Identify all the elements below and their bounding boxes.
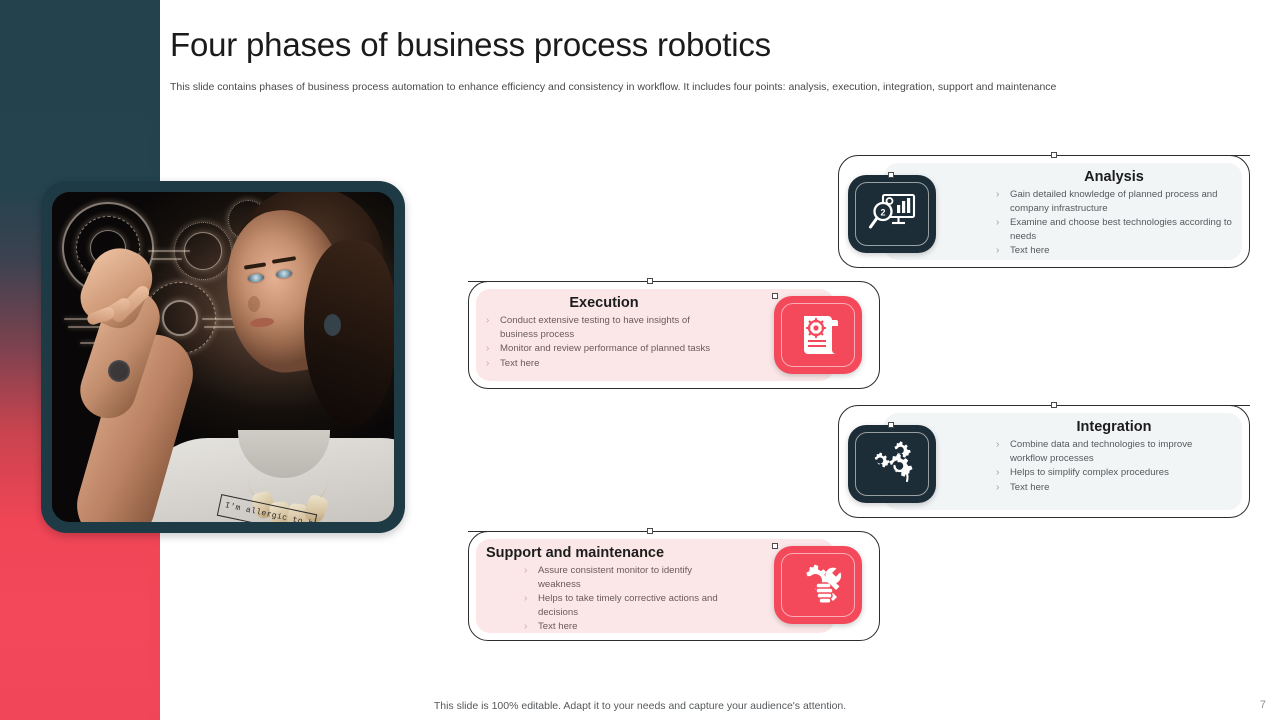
selection-handle-top[interactable] — [647, 528, 653, 534]
chevron-right-icon: › — [996, 439, 1000, 450]
card-outline — [838, 155, 1250, 268]
list-item: › Text here — [486, 357, 722, 371]
card-analysis[interactable]: Analysis › Gain detailed knowledge of pla… — [838, 152, 1250, 268]
card-bullets: › Combine data and technologies to improv… — [996, 438, 1232, 496]
bullet-text: Examine and choose best technologies acc… — [1010, 217, 1232, 242]
bullet-text: Text here — [500, 358, 540, 370]
list-item: › Text here — [996, 481, 1232, 495]
list-item: › Combine data and technologies to improv… — [996, 438, 1232, 465]
page-number: 7 — [1259, 699, 1266, 711]
bullet-text: Helps to simplify complex procedures — [1010, 467, 1169, 479]
document-gear-icon[interactable] — [774, 296, 862, 374]
card-connector-line — [1054, 405, 1250, 406]
bullet-text: Combine data and technologies to improve… — [1010, 439, 1193, 464]
card-panel: Analysis › Gain detailed knowledge of pla… — [884, 163, 1242, 260]
bullet-text: Text here — [538, 621, 578, 633]
bullet-text: Text here — [1010, 482, 1050, 494]
photo-card[interactable]: I'm allergic to basic — [41, 181, 405, 533]
svg-text:2: 2 — [880, 208, 885, 218]
bullet-text: Assure consistent monitor to identify we… — [538, 565, 693, 590]
card-bullets: › Assure consistent monitor to identify w… — [486, 564, 722, 635]
chevron-right-icon: › — [524, 593, 528, 605]
list-item: › Text here — [996, 244, 1232, 258]
chevron-right-icon: › — [524, 565, 528, 576]
page-title: Four phases of business process robotics — [170, 26, 771, 63]
list-item: › Conduct extensive testing to have insig… — [486, 314, 722, 341]
chevron-right-icon: › — [996, 217, 1000, 229]
card-integration[interactable]: Integration › Combine data and technologi… — [838, 402, 1250, 518]
card-connector-line — [468, 281, 650, 282]
photo-image: I'm allergic to basic — [52, 192, 394, 522]
list-item: › Monitor and review performance of plann… — [486, 342, 722, 356]
card-title: Analysis — [1084, 169, 1144, 185]
photo-earring — [324, 314, 341, 336]
card-outline — [468, 531, 880, 641]
bullet-text: Helps to take timely corrective actions … — [538, 593, 718, 618]
bullet-text: Text here — [1010, 245, 1050, 257]
card-outline — [838, 405, 1250, 518]
bullet-text: Gain detailed knowledge of planned proce… — [1010, 189, 1218, 214]
bullet-text: Conduct extensive testing to have insigh… — [500, 315, 690, 340]
bullet-text: Monitor and review performance of planne… — [500, 343, 711, 355]
card-title: Integration — [1076, 419, 1152, 435]
gears-sync-icon[interactable] — [848, 425, 936, 503]
list-item: › Examine and choose best technologies ac… — [996, 216, 1232, 243]
chevron-right-icon: › — [486, 358, 490, 370]
card-bullets: › Conduct extensive testing to have insig… — [486, 314, 722, 372]
footer-note: This slide is 100% editable. Adapt it to… — [433, 700, 847, 712]
card-connector-line — [1054, 155, 1250, 156]
list-item: › Helps to simplify complex procedures — [996, 466, 1232, 480]
selection-handle-top[interactable] — [1051, 152, 1057, 158]
list-item: › Gain detailed knowledge of planned proc… — [996, 188, 1232, 215]
chevron-right-icon: › — [996, 245, 1000, 257]
list-item: › Helps to take timely corrective actions… — [524, 592, 722, 619]
card-title: Execution — [569, 295, 639, 311]
chevron-right-icon: › — [524, 621, 528, 633]
list-item: › Text here — [524, 620, 722, 634]
chevron-right-icon: › — [486, 343, 490, 355]
card-outline — [468, 281, 880, 389]
chevron-right-icon: › — [996, 189, 1000, 200]
chevron-right-icon: › — [486, 315, 490, 326]
selection-handle-icon[interactable] — [888, 172, 894, 178]
selection-handle-icon[interactable] — [888, 422, 894, 428]
selection-handle-icon[interactable] — [772, 543, 778, 549]
card-connector-line — [468, 531, 650, 532]
photo-hair-side — [304, 240, 394, 426]
selection-handle-icon[interactable] — [772, 293, 778, 299]
list-item: › Assure consistent monitor to identify w… — [524, 564, 722, 591]
card-execution[interactable]: Execution › Conduct extensive testing to … — [468, 278, 880, 389]
selection-handle-top[interactable] — [1051, 402, 1057, 408]
card-title: Support and maintenance — [486, 545, 665, 561]
card-bullets: › Gain detailed knowledge of planned proc… — [996, 188, 1232, 259]
page-subtitle: This slide contains phases of business p… — [170, 81, 1057, 93]
hand-wrench-gear-icon[interactable] — [774, 546, 862, 624]
chevron-right-icon: › — [996, 467, 1000, 479]
photo-tattoo — [108, 360, 130, 382]
selection-handle-top[interactable] — [647, 278, 653, 284]
chevron-right-icon: › — [996, 482, 1000, 494]
card-panel: Integration › Combine data and technologi… — [884, 413, 1242, 510]
card-support-and-maintenance[interactable]: Support and maintenance › Assure consiste… — [468, 528, 880, 641]
magnifier-chart-monitor-icon[interactable]: 2 — [848, 175, 936, 253]
